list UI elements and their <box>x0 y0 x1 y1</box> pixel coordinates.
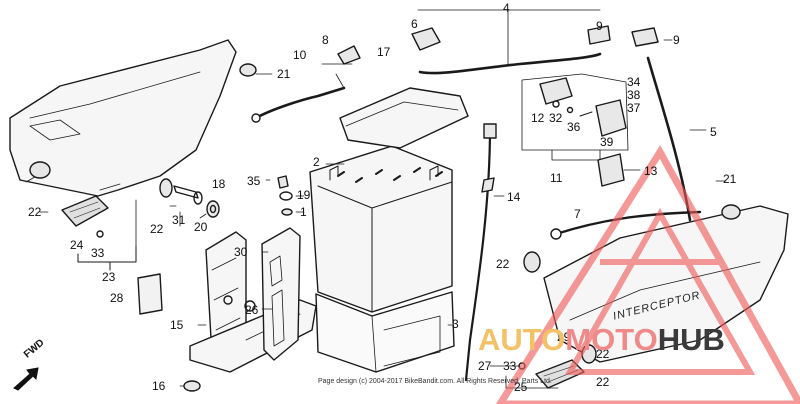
callout-20: 20 <box>194 220 208 234</box>
emblem-plate <box>61 195 109 227</box>
callout-30: 30 <box>234 245 248 259</box>
callout-9: 9 <box>596 19 603 33</box>
watermark-triangle-inner <box>564 207 756 375</box>
callout-15: 15 <box>170 318 184 332</box>
caution-label <box>137 273 163 315</box>
callout-25: 25 <box>514 380 528 394</box>
watermark-text: AUTOMOTOHUB <box>478 322 725 358</box>
callout-22: 22 <box>28 205 42 219</box>
battery-stay <box>261 227 301 361</box>
copyright-text: Page design (c) 2004-2017 BikeBandit.com… <box>318 378 552 385</box>
fwd-arrow-icon <box>13 367 39 391</box>
right-cover-grommet <box>721 204 741 220</box>
battery-terminal-bolt <box>277 175 289 189</box>
watermark-part-c: HUB <box>657 322 725 357</box>
callout-9: 9 <box>673 33 680 47</box>
ground-cable <box>554 210 702 236</box>
callout-7: 7 <box>574 207 581 221</box>
battery-breather-tube <box>464 126 492 382</box>
callout-39: 39 <box>600 135 614 149</box>
callout-22: 22 <box>596 375 610 389</box>
callout-10: 10 <box>293 48 307 62</box>
bolt <box>173 185 199 199</box>
fuse-holder <box>597 153 625 187</box>
left-cover-upper-grommet <box>239 63 257 77</box>
callout-8: 8 <box>322 33 329 47</box>
callout-17: 17 <box>377 45 391 59</box>
callout-34: 34 <box>627 75 641 89</box>
callout-16: 16 <box>152 379 166 393</box>
callout-23: 23 <box>102 270 116 284</box>
callout-12: 12 <box>531 111 545 125</box>
left-side-cover <box>9 39 237 197</box>
callout-5: 5 <box>710 125 717 139</box>
callout-4: 4 <box>503 1 510 15</box>
callout-24: 24 <box>70 238 84 252</box>
callout-29: 29 <box>557 330 571 344</box>
callout-6: 6 <box>411 17 418 31</box>
collar <box>183 380 201 392</box>
callout-28: 28 <box>110 291 124 305</box>
callout-36: 36 <box>567 120 581 134</box>
callout-31: 31 <box>172 213 186 227</box>
callout-35: 35 <box>247 174 261 188</box>
callout-38: 38 <box>627 88 641 102</box>
callout-21: 21 <box>277 67 291 81</box>
battery-negative-cable <box>254 86 346 120</box>
callout-22: 22 <box>596 347 610 361</box>
callout-26: 26 <box>245 303 259 317</box>
starter-relay <box>595 99 627 137</box>
battery-cover <box>339 87 469 149</box>
left-cover-grommet <box>29 161 51 179</box>
callout-19: 19 <box>297 188 311 202</box>
callout-18: 18 <box>212 177 226 191</box>
callout-3: 3 <box>452 317 459 331</box>
callout-13: 13 <box>644 164 658 178</box>
callout-14: 14 <box>507 190 521 204</box>
callout-37: 37 <box>627 101 641 115</box>
watermark-part-a: AUTO <box>478 322 566 357</box>
watermark-part-b: MOTO <box>565 322 658 357</box>
callout-33: 33 <box>503 359 517 373</box>
callout-2: 2 <box>313 155 320 169</box>
grommet <box>159 178 173 198</box>
callout-33: 33 <box>91 246 105 260</box>
battery-positive-cable <box>418 52 602 75</box>
watermark-triangle-outer <box>495 145 800 404</box>
callout-32: 32 <box>549 111 563 125</box>
callout-22: 22 <box>150 222 164 236</box>
callout-11: 11 <box>550 171 563 185</box>
callout-1: 1 <box>300 205 307 219</box>
callout-21: 21 <box>723 172 737 186</box>
callout-22: 22 <box>496 257 510 271</box>
callout-27: 27 <box>478 359 492 373</box>
